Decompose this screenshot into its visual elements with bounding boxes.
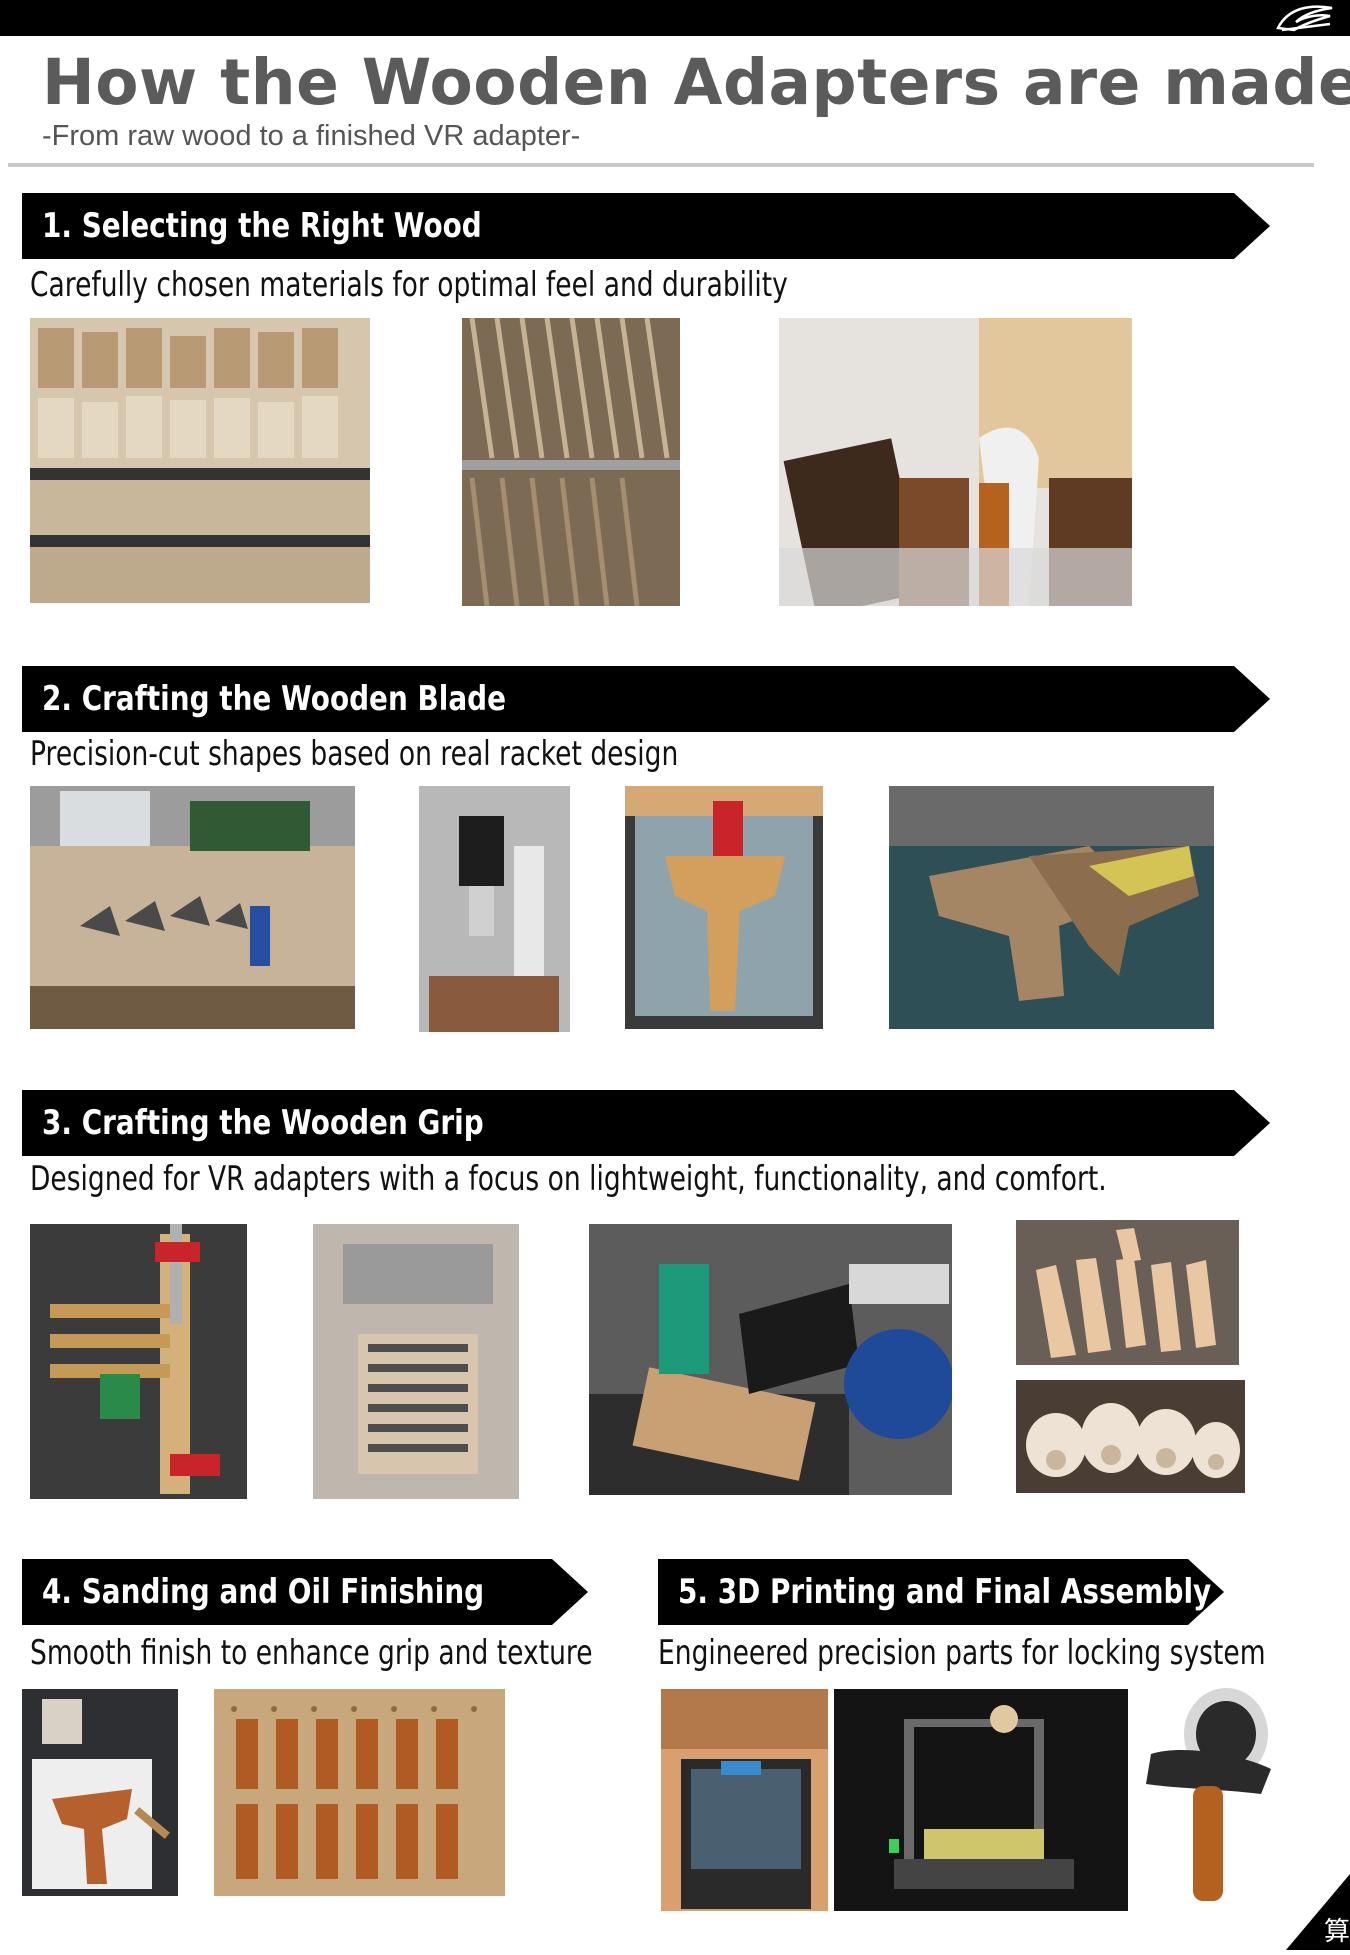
section-5-banner: 5. 3D Printing and Final Assembly — [658, 1559, 1224, 1625]
section-4-description: Smooth finish to enhance grip and textur… — [30, 1633, 593, 1673]
page-title: How the Wooden Adapters are made — [42, 46, 1350, 119]
cnc-grip-bed-photo — [313, 1224, 519, 1499]
wood-offcuts-bin-photo — [779, 318, 1132, 606]
wood-shelf-photo — [30, 318, 370, 603]
wood-planks-rack-photo — [462, 318, 680, 606]
section-5-heading: 5. 3D Printing and Final Assembly — [678, 1572, 1212, 1612]
section-1-heading: 1. Selecting the Right Wood — [42, 206, 482, 246]
stacked-blades-photo — [889, 786, 1214, 1029]
section-5-description: Engineered precision parts for locking s… — [658, 1633, 1266, 1673]
section-3-heading: 3. Crafting the Wooden Grip — [42, 1103, 484, 1143]
laser-cut-blade-photo — [625, 786, 823, 1029]
cnc-router-photo — [419, 786, 570, 1032]
bundled-grips-photo — [1016, 1380, 1245, 1493]
oil-brush-blade-photo — [22, 1689, 178, 1896]
grip-clamp-jig-photo — [30, 1224, 247, 1499]
section-4-heading: 4. Sanding and Oil Finishing — [42, 1572, 485, 1612]
kanji-seal-icon: 算 — [1286, 1874, 1350, 1950]
router-dust-collector-photo — [589, 1224, 952, 1495]
section-4-banner: 4. Sanding and Oil Finishing — [22, 1559, 588, 1625]
svg-text:算: 算 — [1324, 1917, 1350, 1947]
section-1-description: Carefully chosen materials for optimal f… — [30, 265, 788, 305]
grip-blanks-photo — [1016, 1220, 1239, 1365]
page-subtitle: -From raw wood to a finished VR adapter- — [42, 120, 581, 152]
section-3-banner: 3. Crafting the Wooden Grip — [22, 1090, 1270, 1156]
section-2-description: Precision-cut shapes based on real racke… — [30, 734, 679, 774]
blade-templates-table-photo — [30, 786, 355, 1029]
section-2-heading: 2. Crafting the Wooden Blade — [42, 679, 507, 719]
bird-wing-logo-icon — [1274, 2, 1336, 34]
drying-pegboard-photo — [214, 1689, 505, 1896]
vr-adapter-with-controller-photo — [1131, 1674, 1283, 1906]
top-bar — [0, 0, 1350, 36]
section-3-description: Designed for VR adapters with a focus on… — [30, 1159, 1107, 1199]
open-3d-printer-photo — [834, 1689, 1128, 1911]
header-divider — [8, 163, 1314, 167]
section-2-banner: 2. Crafting the Wooden Blade — [22, 666, 1270, 732]
section-1-banner: 1. Selecting the Right Wood — [22, 193, 1270, 259]
enclosed-3d-printer-photo — [661, 1689, 828, 1911]
